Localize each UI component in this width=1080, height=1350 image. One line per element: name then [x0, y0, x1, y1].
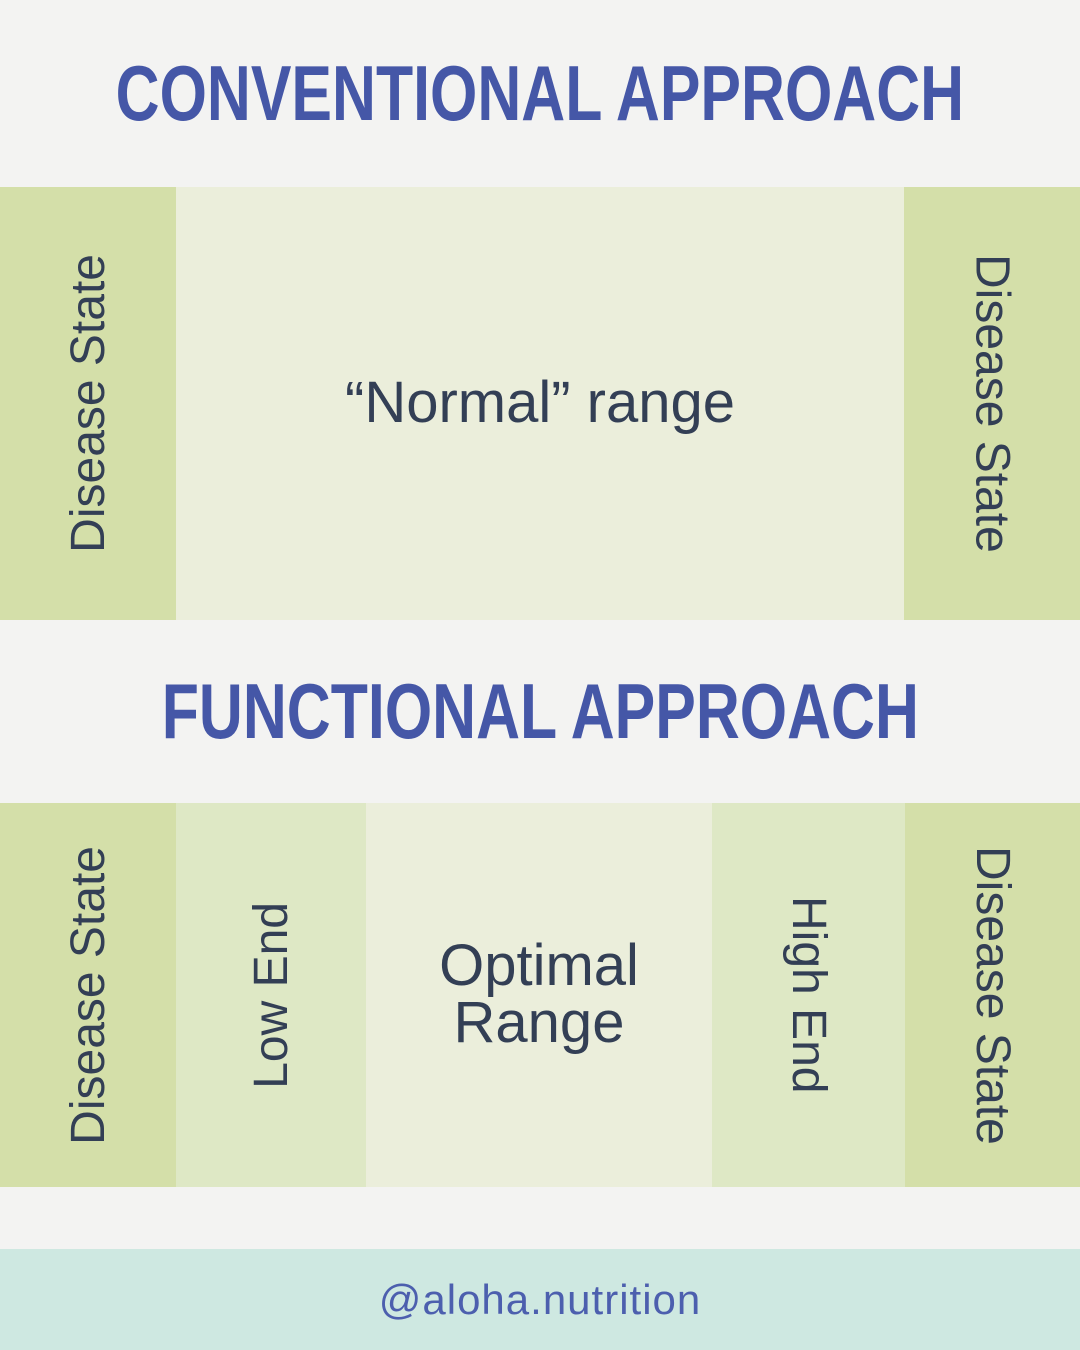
functional-left-disease-label: Disease State — [61, 845, 115, 1145]
conventional-normal-range-block: “Normal” range — [176, 187, 904, 620]
conventional-title-row: CONVENTIONAL APPROACH — [0, 0, 1080, 187]
conventional-band: Disease State “Normal” range Disease Sta… — [0, 187, 1080, 620]
functional-band: Disease State Low End Optimal Range High… — [0, 803, 1080, 1187]
instagram-handle: @aloha.nutrition — [378, 1275, 702, 1323]
functional-title: FUNCTIONAL APPROACH — [161, 667, 919, 755]
normal-range-label: “Normal” range — [345, 370, 735, 436]
functional-right-disease-block: Disease State — [905, 803, 1080, 1187]
functional-high-end-block: High End — [712, 803, 905, 1187]
functional-low-end-block: Low End — [176, 803, 366, 1187]
conventional-title: CONVENTIONAL APPROACH — [115, 49, 965, 137]
high-end-label: High End — [782, 896, 835, 1094]
functional-left-disease-block: Disease State — [0, 803, 176, 1187]
conventional-right-disease-block: Disease State — [904, 187, 1080, 620]
functional-optimal-range-block: Optimal Range — [366, 803, 712, 1187]
functional-title-row: FUNCTIONAL APPROACH — [0, 620, 1080, 803]
functional-right-disease-label: Disease State — [966, 845, 1019, 1145]
conventional-left-disease-block: Disease State — [0, 187, 176, 620]
footer-bar: @aloha.nutrition — [0, 1249, 1080, 1350]
low-end-label: Low End — [244, 901, 298, 1089]
optimal-range-label: Optimal Range — [439, 933, 639, 1055]
conventional-left-disease-label: Disease State — [61, 254, 115, 553]
footer-gap — [0, 1187, 1080, 1249]
conventional-right-disease-label: Disease State — [965, 254, 1019, 553]
